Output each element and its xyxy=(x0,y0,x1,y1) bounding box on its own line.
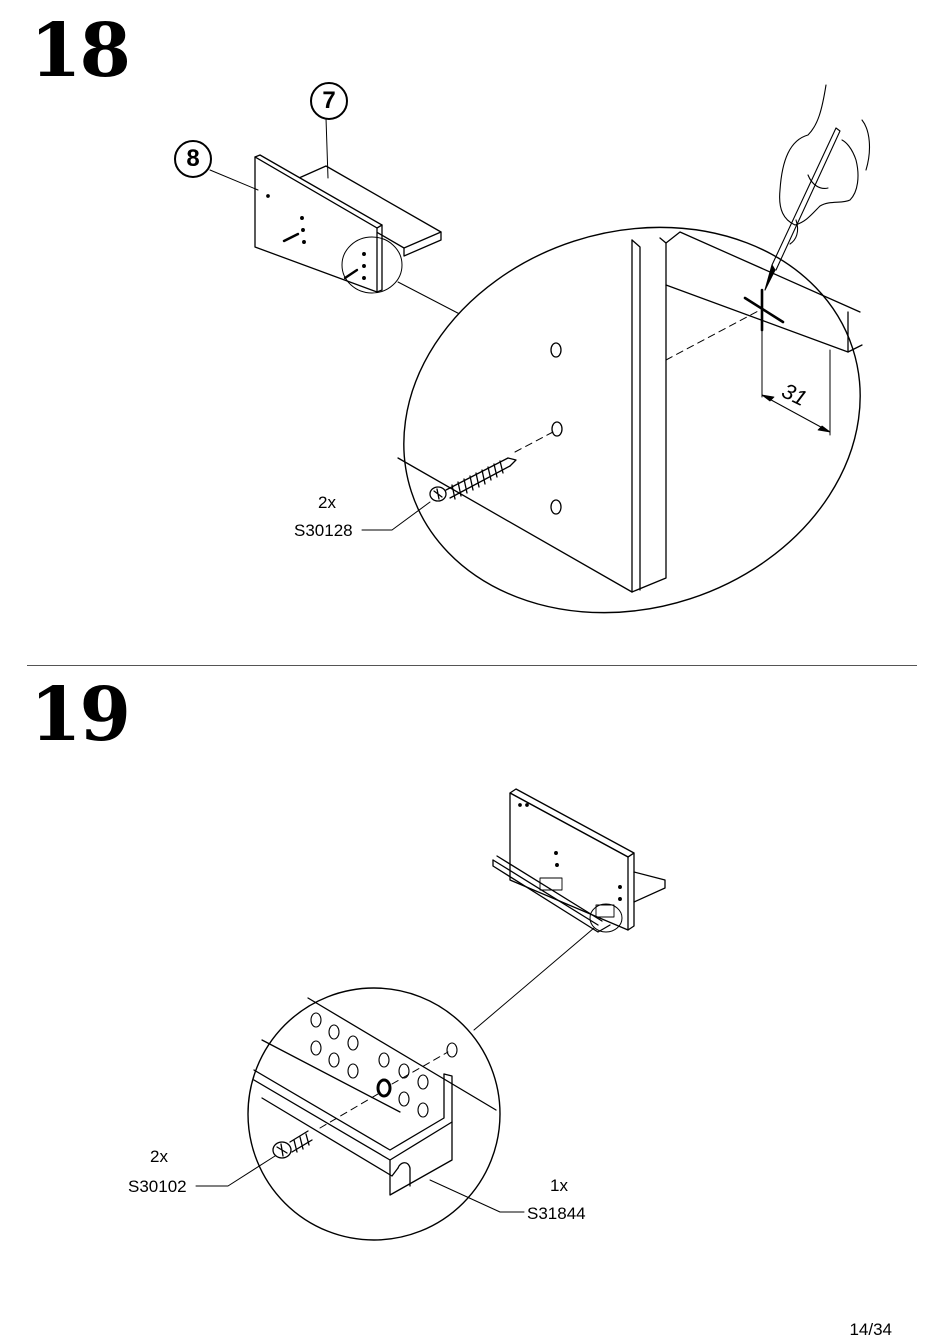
detail-view-19 xyxy=(196,988,524,1240)
assembly-19-drawing xyxy=(493,789,665,932)
hand-pencil-drawing xyxy=(765,85,869,290)
hardware-qty: 1x xyxy=(550,1177,568,1194)
hardware-qty: 2x xyxy=(150,1148,168,1165)
part-badge-8: 8 xyxy=(174,140,212,178)
hardware-qty: 2x xyxy=(318,494,336,511)
part-badge-7: 7 xyxy=(310,82,348,120)
hardware-code: S30102 xyxy=(128,1178,187,1195)
hardware-code: S31844 xyxy=(527,1205,586,1222)
detail-view-18 xyxy=(353,85,910,670)
hardware-code: S30128 xyxy=(294,522,353,539)
page-number: 14/34 xyxy=(849,1320,892,1340)
